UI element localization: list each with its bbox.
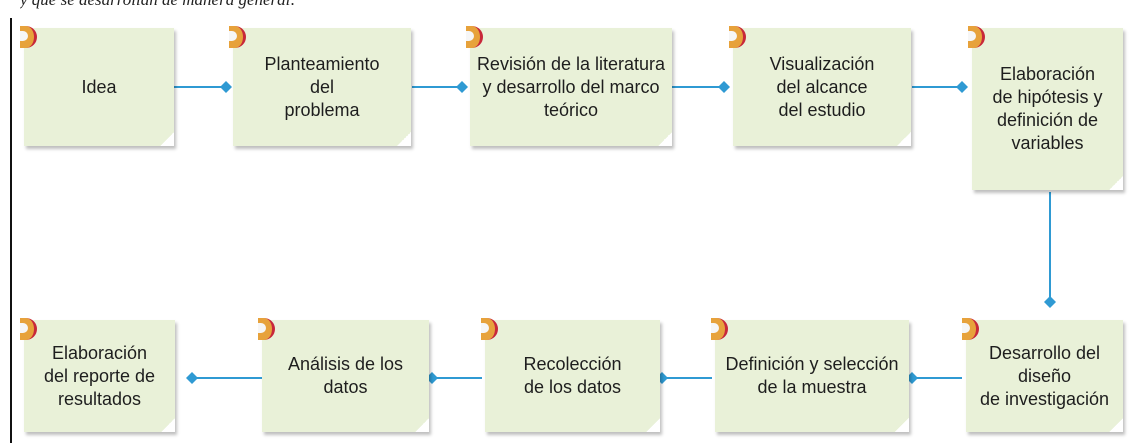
corner-tab-icon xyxy=(729,26,746,48)
top-caption: y que se desarrollan de manera general: xyxy=(20,0,350,10)
step-planteamiento-del-problema: Planteamiento del problema xyxy=(229,26,411,146)
step-elaboracion-reporte: Elaboración del reporte de resultados xyxy=(20,318,175,432)
step-idea: Idea xyxy=(20,26,174,146)
step-elaboracion-hipotesis: Elaboración de hipótesis y definición de… xyxy=(968,26,1123,190)
step-label: Análisis de los datos xyxy=(287,354,404,397)
corner-tab-icon xyxy=(968,26,985,48)
corner-tab-icon xyxy=(481,318,498,340)
step-label: Visualización del alcance del estudio xyxy=(769,53,875,120)
step-label: Definición y selección de la muestra xyxy=(725,354,899,397)
corner-tab-icon xyxy=(229,26,246,48)
corner-tab-icon xyxy=(20,318,37,340)
corner-tab-icon xyxy=(466,26,483,48)
step-label: Idea xyxy=(81,76,117,97)
step-label: Desarrollo del diseño de investigación xyxy=(979,342,1110,409)
step-label: Revisión de la literatura y desarrollo d… xyxy=(476,53,666,120)
step-recoleccion-datos: Recolección de los datos xyxy=(481,318,660,432)
step-label: Elaboración de hipótesis y definición de… xyxy=(992,64,1103,153)
step-revision-literatura: Revisión de la literatura y desarrollo d… xyxy=(466,26,672,146)
step-visualizacion-alcance: Visualización del alcance del estudio xyxy=(729,26,911,146)
corner-tab-icon xyxy=(962,318,979,340)
step-label: Recolección de los datos xyxy=(523,354,622,397)
step-analisis-datos: Análisis de los datos xyxy=(258,318,429,432)
step-definicion-muestra: Definición y selección de la muestra xyxy=(711,318,909,432)
corner-tab-icon xyxy=(258,318,275,340)
corner-tab-icon xyxy=(20,26,37,48)
step-label: Elaboración del reporte de resultados xyxy=(43,342,156,409)
step-label: Planteamiento del problema xyxy=(264,53,380,120)
corner-tab-icon xyxy=(711,318,728,340)
left-margin-rule xyxy=(10,18,12,443)
step-desarrollo-diseno: Desarrollo del diseño de investigación xyxy=(962,318,1123,432)
